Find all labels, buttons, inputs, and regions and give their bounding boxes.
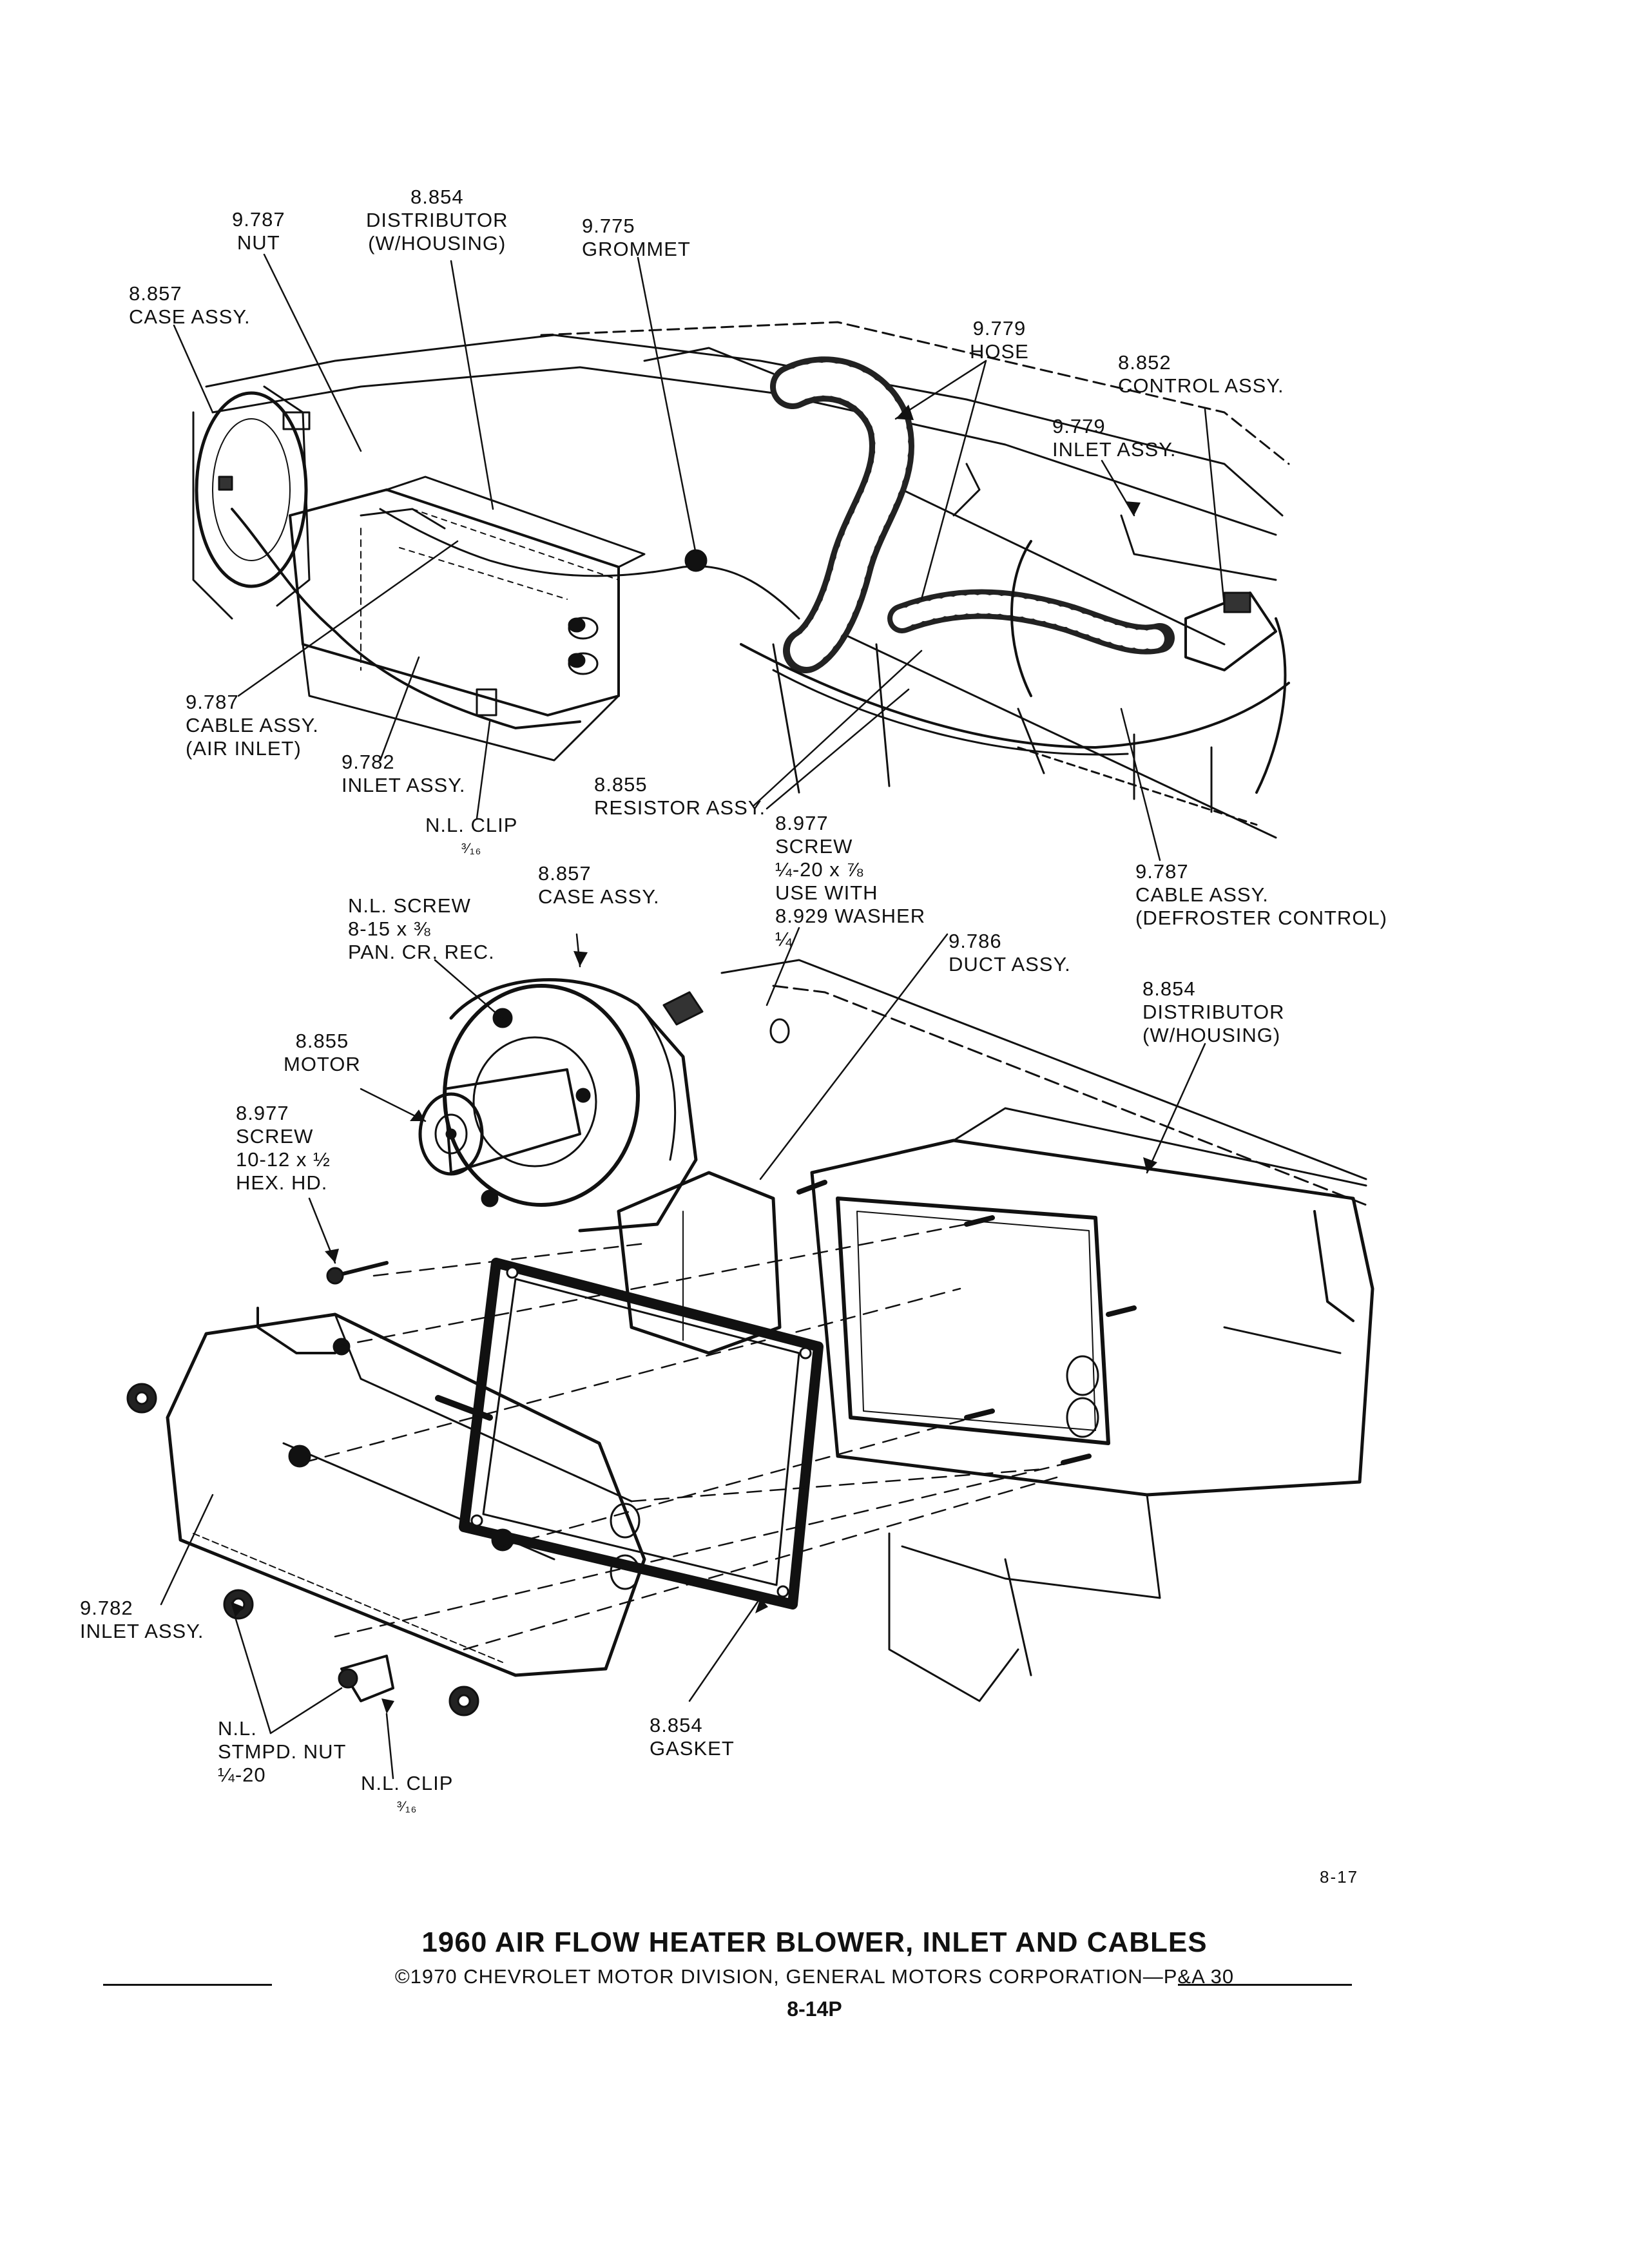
- part-note: USE WITH: [775, 881, 878, 904]
- label-top-inlet-779: 9.779 INLET ASSY.: [1052, 415, 1177, 461]
- part-number: 9.787: [232, 208, 285, 231]
- part-number: 8.857: [538, 862, 592, 885]
- part-note: 8.929 WASHER: [775, 905, 926, 927]
- hose-drawing: [770, 356, 914, 673]
- label-mid-nl-screw: N.L. SCREW 8-15 x ⅜ PAN. CR. REC.: [348, 894, 495, 964]
- label-top-hose: 9.779 HOSE: [970, 317, 1029, 363]
- label-top-control: 8.852 CONTROL ASSY.: [1118, 351, 1284, 398]
- part-number: 9.782: [342, 751, 395, 773]
- part-number: 8.854: [1142, 977, 1196, 1000]
- part-name: CABLE ASSY.: [186, 714, 319, 736]
- part-name: N.L.: [218, 1717, 257, 1740]
- label-bot-gasket: 8.854 GASKET: [650, 1714, 735, 1760]
- part-name: CONTROL ASSY.: [1118, 374, 1284, 397]
- label-top-inlet-782: 9.782 INLET ASSY.: [342, 751, 466, 797]
- label-mid-cable-defroster: 9.787 CABLE ASSY. (DEFROSTER CONTROL): [1135, 860, 1387, 930]
- part-name: GASKET: [650, 1737, 735, 1760]
- footer-rule-right: [1178, 1984, 1352, 1986]
- part-name: HOSE: [970, 340, 1029, 363]
- part-name: INLET ASSY.: [1052, 438, 1177, 461]
- part-name: SCREW: [236, 1125, 314, 1148]
- part-number: 8.854: [410, 186, 464, 208]
- part-size: 8-15 x ⅜: [348, 918, 431, 940]
- part-name: NUT: [236, 231, 280, 254]
- label-mid-case: 8.857 CASE ASSY.: [538, 862, 660, 908]
- part-name: INLET ASSY.: [342, 774, 466, 796]
- label-mid-motor: 8.855 MOTOR: [284, 1030, 361, 1076]
- part-number: 9.787: [1135, 860, 1189, 883]
- leader-arrowheads: [231, 405, 1157, 1714]
- part-name: STMPD. NUT: [218, 1740, 347, 1763]
- label-top-resistor: 8.855 RESISTOR ASSY.: [594, 773, 766, 820]
- part-number: 8.852: [1118, 351, 1171, 374]
- part-name: N.L. CLIP: [425, 814, 518, 836]
- part-number: 9.782: [80, 1597, 133, 1619]
- part-number: 8.977: [236, 1102, 289, 1124]
- part-number: 8.977: [775, 812, 829, 834]
- part-name: SCREW: [775, 835, 853, 858]
- part-note: (W/HOUSING): [1142, 1024, 1281, 1046]
- exploded-assembly: [126, 959, 1374, 1716]
- label-top-nut: 9.787 NUT: [232, 208, 285, 255]
- part-name: N.L. SCREW: [348, 894, 471, 917]
- part-note: ³⁄₁₆: [397, 1798, 418, 1814]
- page-title: 1960 AIR FLOW HEATER BLOWER, INLET AND C…: [421, 1927, 1208, 1958]
- copyright-line: ©1970 CHEVROLET MOTOR DIVISION, GENERAL …: [394, 1965, 1235, 1988]
- part-name: GROMMET: [582, 238, 691, 260]
- part-name: DUCT ASSY.: [949, 953, 1071, 975]
- part-name: MOTOR: [284, 1053, 361, 1075]
- label-top-cable-air-inlet: 9.787 CABLE ASSY. (AIR INLET): [186, 691, 319, 760]
- label-bot-clip: N.L. CLIP ³⁄₁₆: [361, 1772, 453, 1818]
- part-note: (W/HOUSING): [368, 232, 506, 255]
- label-mid-screw-hex: 8.977 SCREW 10-12 x ½ HEX. HD.: [236, 1102, 331, 1195]
- part-number: 8.855: [295, 1030, 349, 1052]
- label-mid-screw-977: 8.977 SCREW ¼-20 x ⅞ USE WITH 8.929 WASH…: [775, 812, 925, 951]
- page-number: 8-17: [1320, 1867, 1359, 1887]
- label-top-clip: N.L. CLIP ³⁄₁₆: [425, 814, 517, 860]
- part-name: CABLE ASSY.: [1135, 883, 1269, 906]
- label-bot-stmpd-nut: N.L. STMPD. NUT ¼-20: [218, 1717, 346, 1787]
- page-id: 8-14P: [787, 1997, 842, 2021]
- part-size: ¼: [775, 928, 793, 950]
- part-number: 9.786: [949, 930, 1002, 952]
- part-size: 10-12 x ½: [236, 1148, 331, 1171]
- label-bot-inlet-782: 9.782 INLET ASSY.: [80, 1597, 204, 1643]
- part-number: 8.854: [650, 1714, 703, 1736]
- part-number: 8.857: [129, 282, 182, 305]
- label-top-grommet: 9.775 GROMMET: [582, 215, 691, 261]
- part-note: (DEFROSTER CONTROL): [1135, 907, 1387, 929]
- part-note: PAN. CR. REC.: [348, 941, 495, 963]
- part-note: ³⁄₁₆: [461, 840, 482, 856]
- gasket-drawing: [459, 1258, 824, 1610]
- label-mid-duct: 9.786 DUCT ASSY.: [949, 930, 1071, 976]
- part-size: ¼-20 x ⅞: [775, 858, 864, 881]
- leader-lines: [160, 253, 1226, 1780]
- label-mid-distributor: 8.854 DISTRIBUTOR (W/HOUSING): [1142, 977, 1285, 1047]
- part-name: CASE ASSY.: [538, 885, 660, 908]
- part-number: 9.775: [582, 215, 635, 237]
- part-name: RESISTOR ASSY.: [594, 796, 766, 819]
- part-number: 9.779: [972, 317, 1027, 340]
- part-name: CASE ASSY.: [129, 305, 251, 328]
- heater-case-drawing: [810, 1107, 1374, 1702]
- label-top-case: 8.857 CASE ASSY.: [129, 282, 251, 329]
- part-name: N.L. CLIP: [361, 1772, 454, 1794]
- part-number: 9.779: [1052, 415, 1106, 437]
- part-name: DISTRIBUTOR: [1142, 1001, 1285, 1023]
- installed-assembly: [192, 321, 1290, 839]
- motor-drawing: [418, 1068, 581, 1176]
- part-number: 9.787: [186, 691, 239, 713]
- part-note: HEX. HD.: [236, 1171, 328, 1194]
- part-number: 8.855: [594, 773, 648, 796]
- part-size: ¼-20: [218, 1763, 266, 1786]
- inlet-box-drawing: [166, 1307, 646, 1677]
- footer-rule-left: [103, 1984, 272, 1986]
- label-top-distributor: 8.854 DISTRIBUTOR (W/HOUSING): [366, 186, 508, 255]
- part-note: (AIR INLET): [186, 737, 302, 760]
- part-name: INLET ASSY.: [80, 1620, 204, 1642]
- part-name: DISTRIBUTOR: [366, 209, 508, 231]
